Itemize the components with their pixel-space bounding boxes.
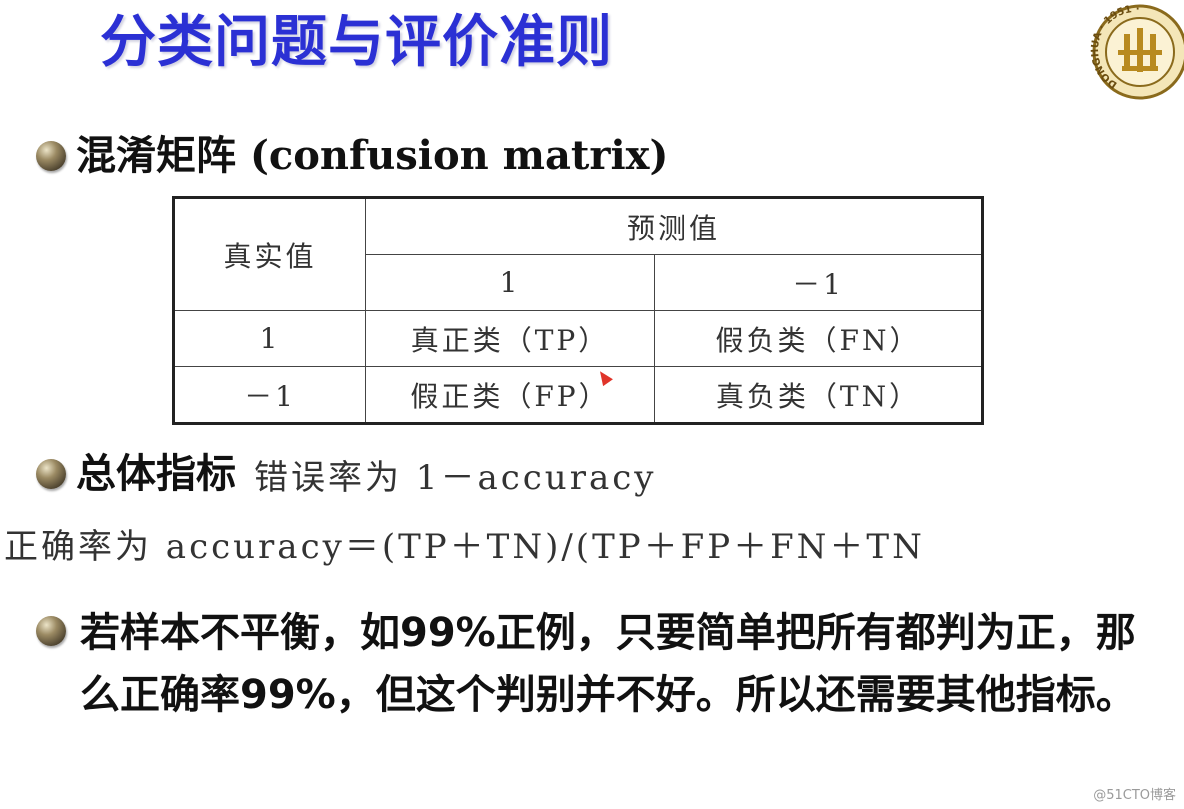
actual-value-header: 真实值: [173, 197, 366, 311]
bullet-overall-metrics: 总体指标错误率为 1－accuracy: [36, 446, 656, 502]
bullet-icon: [36, 141, 66, 171]
table-row: 1 真正类（TP） 假负类（FN）: [173, 310, 983, 367]
bullet-icon: [36, 459, 66, 489]
cell-tn: 真负类（TN）: [654, 366, 983, 424]
imbalance-paragraph: 若样本不平衡，如99%正例，只要简单把所有都判为正，那么正确率99%，但这个判别…: [80, 610, 1136, 718]
predicted-negative-header: －1: [654, 254, 983, 311]
predicted-positive-header: 1: [365, 254, 655, 311]
table-row: －1 假正类（FP） 真负类（TN）: [173, 366, 983, 424]
donghua-university-seal-icon: DONGHUA · 1951 ·: [1090, 4, 1184, 100]
bullet-label-cn: 混淆矩阵: [76, 133, 236, 179]
bullet-icon: [36, 616, 66, 646]
error-rate-text: 错误率为 1－accuracy: [254, 457, 657, 498]
cell-tp: 真正类（TP）: [365, 310, 655, 367]
predicted-value-header: 预测值: [365, 197, 983, 255]
actual-negative-label: －1: [173, 366, 366, 424]
bullet-label: 总体指标: [76, 451, 236, 497]
confusion-matrix-table: 真实值 预测值 1 －1 1 真正类（TP） 假负类（FN） －1 假正类（FP…: [172, 196, 984, 425]
bullet-confusion-matrix: 混淆矩阵 (confusion matrix): [36, 128, 668, 184]
bullet-label-en: (confusion matrix): [249, 132, 669, 179]
watermark: @51CTO博客: [1093, 788, 1176, 803]
slide-title: 分类问题与评价准则: [100, 10, 613, 75]
accuracy-formula: 正确率为 accuracy＝(TP＋TN)/(TP＋FP＋FN＋TN: [4, 527, 925, 567]
cell-fp: 假正类（FP）: [365, 366, 655, 424]
cell-fn: 假负类（FN）: [654, 310, 983, 367]
actual-positive-label: 1: [173, 310, 366, 367]
